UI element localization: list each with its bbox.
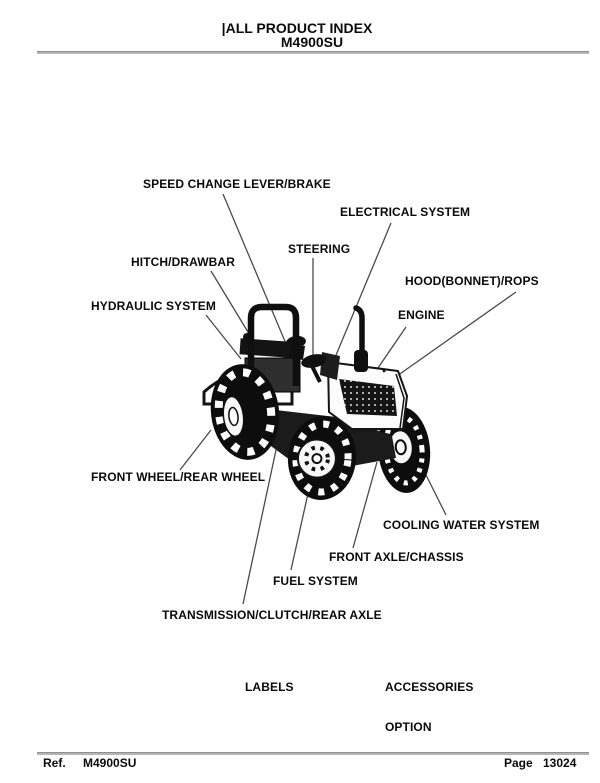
- callout-transmission-clutch-rear-axle[interactable]: TRANSMISSION/CLUTCH/REAR AXLE: [162, 608, 382, 622]
- exhaust-pipe: [353, 305, 368, 372]
- tractor-illustration: [202, 303, 431, 500]
- callout-labels[interactable]: LABELS: [245, 680, 294, 694]
- callout-option[interactable]: OPTION: [385, 720, 432, 734]
- header-rule: [37, 51, 589, 54]
- page-title: |ALL PRODUCT INDEX: [221, 20, 373, 36]
- footer-ref-value: M4900SU: [83, 756, 137, 770]
- footer-page-number: 13024: [543, 756, 577, 770]
- callout-hydraulic-system[interactable]: HYDRAULIC SYSTEM: [91, 299, 216, 313]
- leader-hitch: [210, 270, 252, 338]
- callout-cooling-water-system[interactable]: COOLING WATER SYSTEM: [383, 518, 540, 532]
- footer-rule: [37, 752, 589, 755]
- leader-front-axle: [352, 461, 378, 549]
- callout-steering[interactable]: STEERING: [288, 242, 351, 256]
- callout-electrical-system[interactable]: ELECTRICAL SYSTEM: [340, 205, 471, 219]
- leader-front-wheel: [179, 429, 212, 471]
- steering-wheel: [301, 354, 327, 368]
- front-left-wheel: [287, 416, 357, 500]
- callout-hitch-drawbar[interactable]: HITCH/DRAWBAR: [131, 255, 235, 269]
- rops-bar: [247, 303, 300, 396]
- model-code-title: M4900SU: [280, 34, 344, 50]
- callout-fuel-system[interactable]: FUEL SYSTEM: [273, 574, 358, 588]
- footer-page-label: Page: [504, 756, 533, 770]
- leader-transmission: [242, 435, 280, 605]
- leader-electrical: [333, 222, 392, 361]
- leader-fuel: [290, 488, 310, 571]
- callout-engine[interactable]: ENGINE: [398, 308, 445, 322]
- callout-accessories[interactable]: ACCESSORIES: [385, 680, 474, 694]
- rear-wheel: [210, 364, 280, 460]
- leader-hood: [396, 291, 517, 377]
- callout-front-wheel-rear-wheel[interactable]: FRONT WHEEL/REAR WHEEL: [91, 470, 266, 484]
- callout-front-axle-chassis[interactable]: FRONT AXLE/CHASSIS: [329, 550, 464, 564]
- hood: [327, 361, 408, 430]
- leader-hydraulic: [205, 314, 242, 360]
- callout-hood-bonnet-rops[interactable]: HOOD(BONNET)/ROPS: [405, 274, 539, 288]
- leader-speed-change: [222, 193, 293, 359]
- callout-speed-change-lever-brake[interactable]: SPEED CHANGE LEVER/BRAKE: [143, 177, 331, 191]
- footer-ref-label: Ref.: [43, 756, 66, 770]
